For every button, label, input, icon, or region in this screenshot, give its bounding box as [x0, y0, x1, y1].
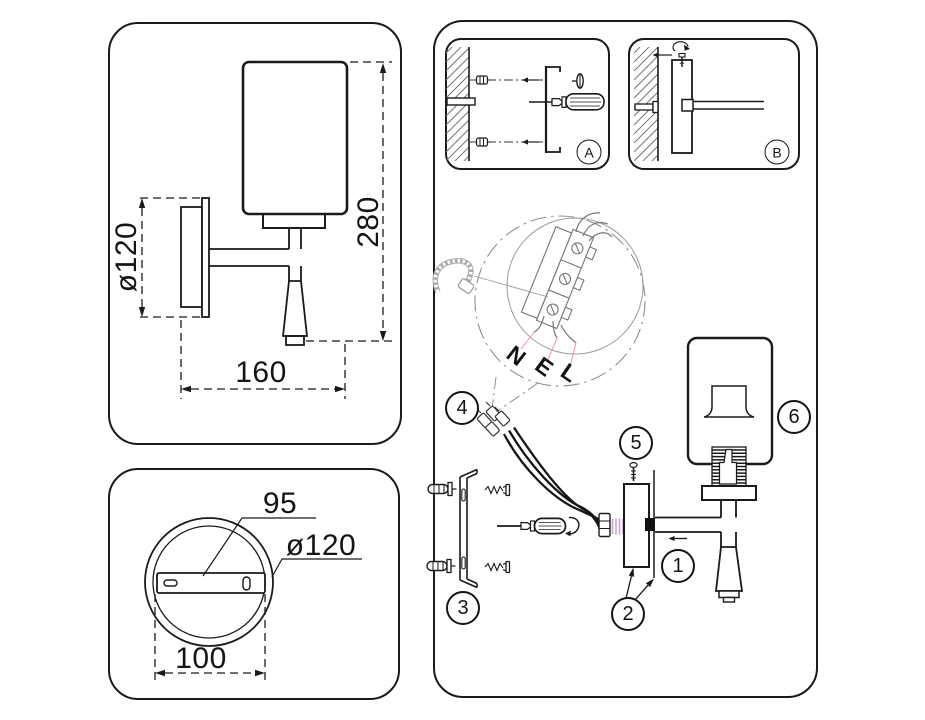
- callout-6: 6: [777, 400, 811, 434]
- dim-top-hole-spacing-label: 95: [262, 487, 298, 520]
- panel-side-view: [108, 22, 402, 445]
- wall-anchor-icon: [426, 558, 456, 574]
- screw-icon: [484, 483, 511, 497]
- connector-plug-drawing: [598, 512, 611, 538]
- ground-wire-drawing: [432, 258, 549, 298]
- reading-light-drawing: [714, 546, 744, 592]
- connection-dashes: [611, 518, 624, 535]
- backplate-drawing: [623, 470, 655, 578]
- mounting-bracket-side-icon: [544, 66, 561, 153]
- callout-2: 2: [611, 597, 645, 631]
- wall-anchor-icon: [475, 75, 492, 85]
- wall-section-a: [446, 47, 605, 161]
- arm-socket: [645, 518, 655, 531]
- wiring-detail-circle: [432, 212, 646, 411]
- screw-icon: [484, 560, 511, 574]
- mounting-bracket-drawing: [459, 468, 478, 589]
- shade-drawing: [686, 336, 774, 466]
- sconce-side-drawing: [180, 60, 349, 346]
- dim-top-plate-diameter-label: ø120: [285, 529, 357, 562]
- wall-anchor-icon: [475, 137, 492, 147]
- dim-side-height-label: 280: [352, 196, 385, 248]
- screwdriver-icon: [529, 93, 605, 111]
- dim-top-base-width-label: 100: [175, 642, 227, 675]
- dim-side-width-label: 160: [235, 356, 287, 389]
- slide-arrow-icon: [668, 536, 687, 541]
- screw-icon: [629, 462, 638, 481]
- side-view-dimension-arrows: [138, 63, 387, 393]
- wall-anchor-icon: [427, 481, 457, 497]
- dim-side-plate-diameter-label: ø120: [110, 221, 143, 293]
- wire-label-leaders: [520, 331, 577, 368]
- sconce-assembly-drawing: [655, 336, 774, 603]
- side-view-dimension-lines: [136, 61, 392, 399]
- wall-section-b: [634, 41, 764, 161]
- screw-icon: [678, 52, 686, 67]
- callout-2-arrows: [624, 567, 654, 602]
- callout-1: 1: [661, 549, 695, 583]
- terminal-block-drawing: [520, 226, 598, 330]
- wall-hatch-a: [446, 47, 469, 161]
- rotate-arrow-icon: [672, 41, 690, 52]
- lamp-socket-thread-drawing: [711, 446, 747, 487]
- top-view-dimension-lines: [154, 594, 266, 682]
- step-a-badge: A: [576, 139, 602, 165]
- callout-3: 3: [446, 591, 480, 625]
- screwdriver-icon: [497, 517, 567, 535]
- terminal-wires: [533, 212, 613, 344]
- callout-5: 5: [619, 426, 653, 460]
- rotate-arrow-icon: [565, 516, 580, 537]
- mounting-plate-top-drawing: [144, 517, 362, 647]
- callout-4: 4: [445, 391, 479, 425]
- top-view-dimension-arrows: [155, 669, 265, 677]
- push-arrow-icon: [652, 52, 672, 58]
- insert-arrow-icon: [522, 77, 539, 145]
- step-b-badge: B: [764, 139, 790, 165]
- screw-head-icon: [572, 73, 584, 89]
- wire-harness-drawing: [476, 401, 624, 538]
